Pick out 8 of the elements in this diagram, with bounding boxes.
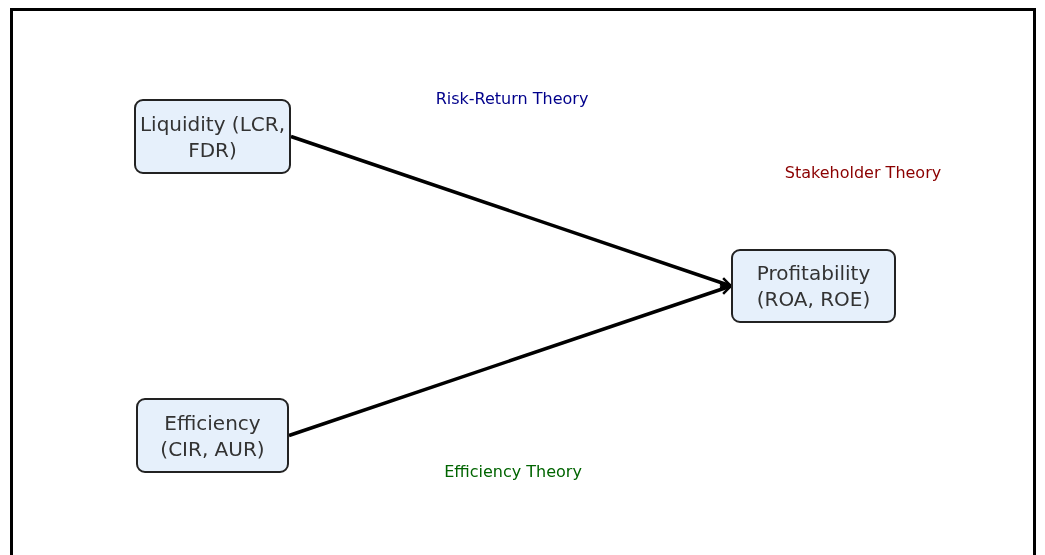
concept-box: Efficiency (CIR, AUR): [136, 398, 289, 473]
theory-label: Stakeholder Theory: [784, 163, 942, 182]
concept-box: Liquidity (LCR, FDR): [134, 99, 291, 174]
theory-label: Risk-Return Theory: [435, 89, 589, 108]
arrow: [290, 134, 733, 289]
arrow: [288, 283, 733, 438]
concept-box: Profitability (ROA, ROE): [731, 249, 896, 323]
theory-label: Efficiency Theory: [444, 462, 582, 481]
